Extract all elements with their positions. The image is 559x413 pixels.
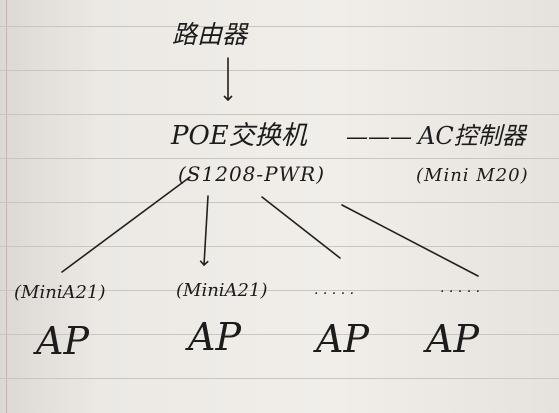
ap4-model: . . . . . (440, 280, 481, 296)
ap1-model: (MiniA21) (14, 282, 106, 303)
ap1-label: AP (36, 319, 90, 363)
ac-controller-label: AC控制器 (418, 122, 526, 150)
ap2-model: (MiniA21) (176, 280, 268, 301)
switch-to-ap2-line (199, 195, 209, 267)
ac-controller-model: (Mini M20) (416, 165, 529, 186)
router-label: 路由器 (172, 20, 248, 49)
ruled-line (0, 158, 559, 159)
ruled-line (0, 290, 559, 291)
ruled-line (0, 114, 559, 115)
ap2-label: AP (188, 315, 242, 359)
poe-switch-model: (S1208-PWR) (178, 162, 326, 186)
ruled-line (0, 246, 559, 247)
switch-ac-link-dash: ——— (346, 125, 412, 150)
switch-to-ap4-line (341, 204, 479, 277)
switch-to-ap3-line (261, 196, 341, 259)
ruled-line (0, 334, 559, 335)
ruled-line (0, 378, 559, 379)
ap4-label: AP (426, 317, 480, 361)
ruled-line (0, 26, 559, 27)
ruled-line (0, 70, 559, 71)
poe-switch-label: POE交换机 (171, 121, 307, 151)
switch-to-ap1-line (61, 176, 191, 273)
ruled-line (0, 202, 559, 203)
ap3-model: . . . . . (314, 282, 355, 298)
page-margin-line (6, 0, 7, 413)
ap3-label: AP (316, 317, 370, 361)
